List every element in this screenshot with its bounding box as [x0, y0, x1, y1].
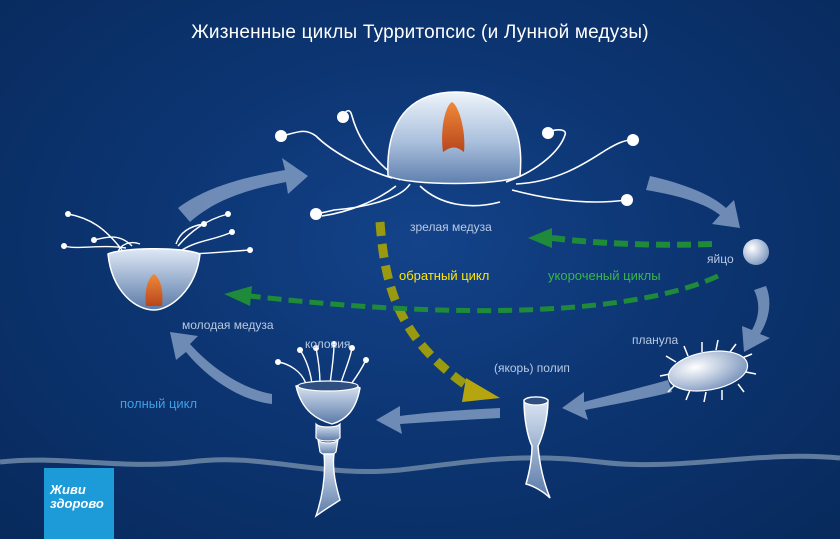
- reverse-cycle-arrow: [375, 221, 473, 392]
- label-egg: яйцо: [707, 252, 734, 266]
- label-reverse-cycle: обратный цикл: [399, 268, 490, 283]
- arrow-egg-to-planula: [742, 286, 770, 352]
- arrow-mature-to-egg: [646, 176, 740, 228]
- young-medusa-figure: [61, 211, 253, 311]
- label-shortened-cycle: укороченый циклы: [548, 268, 661, 283]
- logo-line-2: здорово: [50, 496, 104, 511]
- shortened-cycle-arrow-upper: [551, 235, 713, 248]
- label-planula: планула: [632, 333, 679, 347]
- logo-line-1: Живи: [50, 482, 86, 497]
- zhivi-zdorovo-logo: Живи здорово: [44, 468, 114, 539]
- arrow-planula-to-polyp: [562, 380, 672, 420]
- colony-figure: [275, 341, 369, 518]
- label-full-cycle: полный цикл: [120, 396, 198, 411]
- full-cycle-arrows: [170, 158, 770, 434]
- polyp-figure: [523, 396, 551, 499]
- seabed-line: [0, 453, 840, 475]
- reverse-cycle-arrowhead: [462, 378, 500, 402]
- arrow-young-to-mature: [178, 158, 308, 222]
- shortened-cycle-arrowhead-upper: [528, 228, 552, 248]
- shortened-cycle-arrow-lower: [249, 273, 720, 314]
- arrow-polyp-to-colony: [376, 406, 500, 434]
- planula-figure: [659, 339, 757, 403]
- shortened-cycle-arrowhead-lower: [224, 286, 252, 306]
- label-young-medusa: молодая медуза: [182, 318, 274, 332]
- label-polyp: (якорь) полип: [494, 361, 570, 375]
- mature-medusa-figure: [275, 91, 639, 220]
- label-colony: колония: [305, 337, 351, 351]
- egg-figure: [743, 239, 769, 265]
- arrow-colony-to-young: [170, 332, 272, 404]
- label-mature-medusa: зрелая медуза: [410, 220, 492, 234]
- diagram-title: Жизненные циклы Турритопсис (и Лунной ме…: [191, 22, 649, 43]
